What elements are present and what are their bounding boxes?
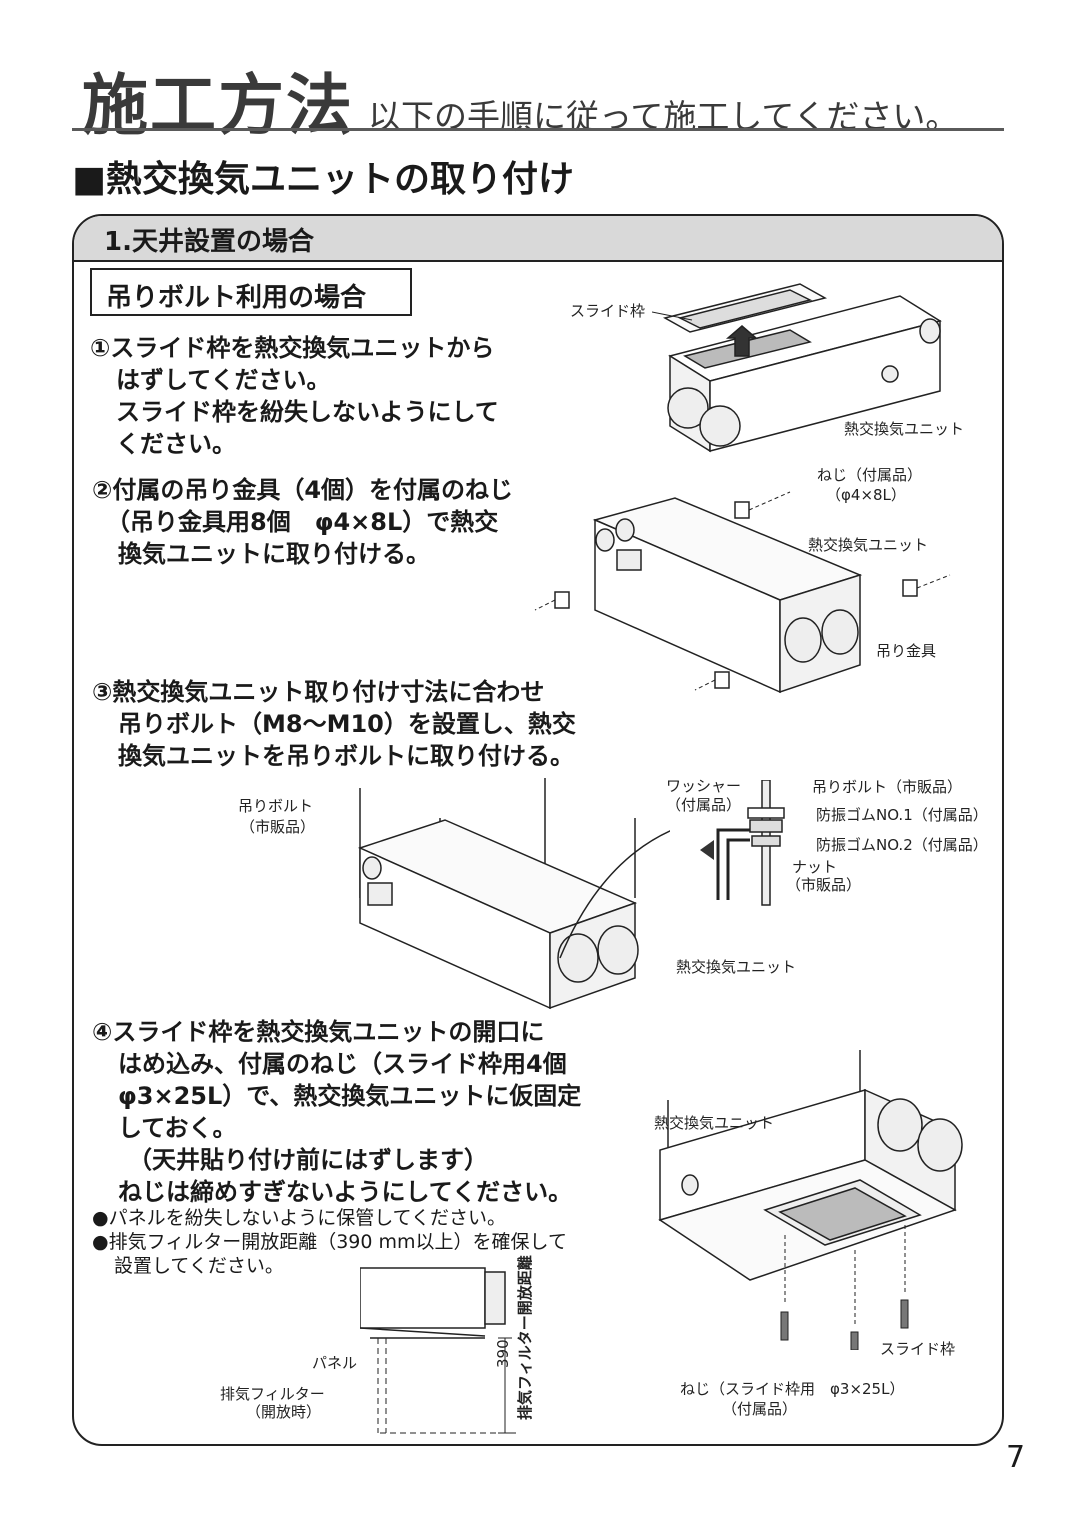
figure-slide-frame-removal [662, 283, 942, 453]
fig5-panel-label: パネル [312, 1354, 358, 1372]
step-3-line-2: 吊りボルト（M8〜M10）を設置し、熱交 [118, 710, 576, 738]
page-title-main: 施工方法 [82, 67, 354, 144]
procedure-box: 1.天井設置の場合 [72, 214, 1004, 1446]
step-3-line-1: ③熱交換気ユニット取り付け寸法に合わせ [92, 678, 545, 706]
note-2: ●排気フィルター開放距離（390 mm以上）を確保して [92, 1231, 567, 1253]
step-4-line-5: （天井貼り付け前にはずします） [128, 1146, 488, 1174]
fig3-bolt-label: 吊りボルト [238, 797, 314, 815]
title-rule [72, 128, 1004, 131]
step-4-line-4: しておく。 [118, 1114, 237, 1142]
page-number: 7 [1006, 1440, 1026, 1475]
fig3-bolt-right-label: 吊りボルト（市販品） [812, 778, 963, 796]
step-1-line-3: スライド枠を紛失しないようにして [116, 398, 499, 426]
fig2-screw-size-label: （φ4×8L） [826, 486, 906, 504]
fig3-nut-sold-label: （市販品） [786, 876, 862, 894]
step-2-line-1: ②付属の吊り金具（4個）を付属のねじ [92, 476, 514, 504]
page-title: 施工方法以下の手順に従って施工してください。 [82, 52, 958, 148]
note-1: ●パネルを紛失しないように保管してください。 [92, 1207, 507, 1229]
section-heading: ■熱交換気ユニットの取り付け [72, 159, 575, 200]
step-3-line-3: 換気ユニットを吊りボルトに取り付ける。 [118, 742, 574, 770]
fig3-rubber1-label: 防振ゴムNO.1（付属品） [816, 806, 988, 824]
step-1-line-4: ください。 [116, 430, 236, 458]
fig5-dimension-label: 排気フィルター開放距離 [516, 1255, 534, 1420]
fig5-dimension-value: 390 [494, 1339, 512, 1368]
fig4-unit-label: 熱交換気ユニット [654, 1114, 775, 1132]
fig2-unit-label: 熱交換気ユニット [808, 536, 929, 554]
step-4-line-2: はめ込み、付属のねじ（スライド枠用4個 [118, 1050, 567, 1078]
fig3-rubber2-label: 防振ゴムNO.2（付属品） [816, 836, 988, 854]
fig4-screw-acc-label: （付属品） [722, 1400, 798, 1418]
fig5-filter-open-label: （開放時） [246, 1403, 322, 1421]
figure-slide-frame-fixing [658, 1050, 963, 1350]
fig3-bolt-sold-label: （市販品） [240, 818, 316, 836]
fig1-slide-frame-leader [652, 311, 693, 321]
step-1: ①スライド枠を熱交換気ユニットから はずしてください。 スライド枠を紛失しないよ… [90, 332, 499, 460]
step-3: ③熱交換気ユニット取り付け寸法に合わせ 吊りボルト（M8〜M10）を設置し、熱交… [92, 676, 576, 772]
step-2-line-3: 換気ユニットに取り付ける。 [118, 540, 430, 568]
fig4-screw-label: ねじ（スライド枠用 φ3×25L） [680, 1380, 905, 1398]
note-3: 設置してください。 [114, 1255, 284, 1277]
fig2-screw-label: ねじ（付属品） [817, 466, 923, 484]
figure-bolt-hanging [357, 778, 670, 1010]
fig4-slide-frame-label: スライド枠 [880, 1340, 956, 1358]
fig1-unit-label: 熱交換気ユニット [844, 420, 965, 438]
procedure-box-header: 1.天井設置の場合 [74, 216, 1002, 262]
fig3-unit-label: 熱交換気ユニット [676, 958, 797, 976]
step-2: ②付属の吊り金具（4個）を付属のねじ （吊り金具用8個 φ4×8L）で熱交 換気… [92, 474, 513, 570]
fig1-slide-frame-label: スライド枠 [570, 302, 646, 320]
fig3-nut-label: ナット [792, 858, 838, 876]
figure-bolt-detail [700, 780, 785, 906]
fig5-filter-label: 排気フィルター [220, 1385, 325, 1403]
step-4-line-6: ねじは締めすぎないようにしてください。 [118, 1178, 573, 1206]
procedure-box-title: 1.天井設置の場合 [104, 227, 314, 257]
step-4-line-1: ④スライド枠を熱交換気ユニットの開口に [92, 1018, 545, 1046]
figure-filter-clearance [360, 1267, 520, 1434]
notes: ●パネルを紛失しないように保管してください。 ●排気フィルター開放距離（390 … [92, 1206, 567, 1278]
figure-bracket-attachment [534, 491, 951, 694]
step-4: ④スライド枠を熱交換気ユニットの開口に はめ込み、付属のねじ（スライド枠用4個 … [92, 1016, 581, 1208]
fig3-washer-label: ワッシャー [666, 777, 742, 795]
step-1-line-1: ①スライド枠を熱交換気ユニットから [90, 334, 495, 362]
step-2-line-2: （吊り金具用8個 φ4×8L）で熱交 [106, 508, 499, 536]
fig3-washer-acc-label: （付属品） [666, 796, 742, 814]
sub-case-label: 吊りボルト利用の場合 [90, 268, 412, 316]
step-1-line-2: はずしてください。 [116, 366, 331, 394]
step-4-line-3: φ3×25L）で、熱交換気ユニットに仮固定 [118, 1082, 582, 1110]
fig2-bracket-label: 吊り金具 [876, 642, 937, 660]
